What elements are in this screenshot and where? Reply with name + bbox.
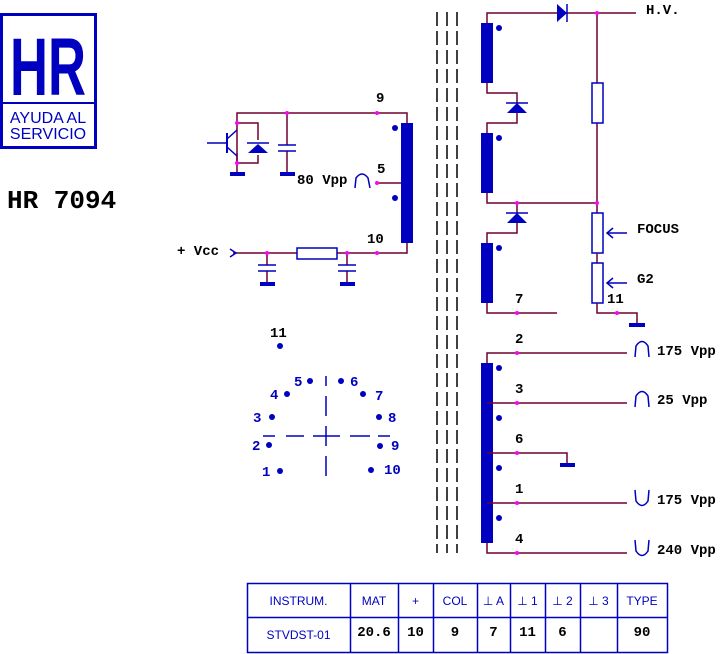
ground-icon [560, 463, 575, 467]
base-pin-7: 7 [375, 389, 383, 405]
table-cell: 10 [407, 625, 424, 641]
model-number: HR 7094 [7, 186, 116, 216]
hv-label: H.V. [646, 3, 680, 19]
base-pin-2: 2 [252, 439, 260, 455]
base-pin-6: 6 [350, 375, 358, 391]
table-cell: 9 [451, 625, 459, 641]
table-header: + [412, 594, 419, 608]
junction-dots [235, 111, 379, 255]
hv-coil [481, 23, 493, 83]
table-header: ⊥ 1 [517, 594, 538, 608]
pin-1-label: 1 [515, 482, 523, 498]
output-4-voltage: 240 Vpp [657, 543, 716, 559]
base-pin-11: 11 [270, 326, 287, 342]
base-pin-3: 3 [253, 411, 261, 427]
ground-icon [629, 323, 645, 327]
table-cell: 20.6 [357, 625, 391, 641]
negative-pulse-icon [634, 489, 650, 507]
capacitor-icon [278, 144, 296, 152]
focus-potentiometer-icon [591, 212, 604, 254]
output-2-voltage: 175 Vpp [657, 344, 716, 360]
base-pin-dots [266, 343, 383, 474]
logo-letters: HR [10, 22, 86, 113]
table-header: MAT [362, 594, 387, 608]
resistor-icon [591, 82, 604, 124]
transformer-core [436, 12, 458, 553]
transistor-icon [207, 129, 238, 157]
primary-coil [401, 123, 413, 243]
hv-coil [481, 243, 493, 303]
pin-3-label: 3 [515, 382, 523, 398]
ground-icon [340, 282, 355, 286]
table-cell: 90 [634, 625, 651, 641]
pin-5-label: 5 [377, 162, 385, 178]
pin-10-label: 10 [367, 232, 384, 248]
focus-arrow-icon [605, 227, 627, 239]
vcc-label: + Vcc [177, 244, 219, 260]
ground-icon [260, 282, 275, 286]
spec-table: INSTRUM. MAT + COL ⊥ A ⊥ 1 ⊥ 2 ⊥ 3 TYPE STVDST-01… [246, 582, 669, 654]
table-cell: 6 [558, 625, 566, 641]
table-header: ⊥ 2 [552, 594, 573, 608]
pin-6-label: 6 [515, 432, 523, 448]
table-cell: 11 [519, 625, 536, 641]
logo: HR AYUDA AL SERVICIO [0, 13, 97, 149]
logo-line2: SERVICIO [10, 126, 86, 143]
table-header: INSTRUM. [270, 594, 328, 608]
g2-potentiometer-icon [591, 262, 604, 304]
table-cell: STVDST-01 [266, 628, 330, 642]
table-header: TYPE [626, 594, 657, 608]
base-pinout: 11 5 6 4 7 3 8 2 9 1 10 [252, 326, 401, 481]
output-1-voltage: 175 Vpp [657, 493, 716, 509]
primary-circuit: 9 5 10 80 Vpp + Vcc [177, 91, 413, 286]
base-pin-1: 1 [262, 465, 270, 481]
input-arrow-icon [229, 248, 238, 258]
g2-label: G2 [637, 272, 654, 288]
table-header: COL [443, 594, 468, 608]
base-pin-4: 4 [270, 388, 278, 404]
resistor-icon [296, 247, 338, 260]
ground-icon [280, 172, 295, 176]
capacitor-icon [258, 264, 276, 272]
hv-diode-icon [557, 4, 568, 22]
base-pin-5: 5 [294, 375, 302, 391]
base-pin-10: 10 [384, 463, 401, 479]
base-pin-9: 9 [391, 439, 399, 455]
table-cell: 7 [489, 625, 497, 641]
secondary-circuit: 2 3 6 1 4 175 Vpp 25 Vpp 175 Vpp 240 Vpp [481, 332, 716, 559]
pulse-label: 80 Vpp [297, 173, 347, 189]
junction-dots [515, 11, 619, 315]
hv-coil [481, 133, 493, 193]
output-3-voltage: 25 Vpp [657, 393, 707, 409]
positive-pulse-icon [354, 173, 371, 189]
table-header: ⊥ 3 [588, 594, 609, 608]
pin-11-label: 11 [607, 292, 624, 308]
positive-pulse-icon [634, 390, 650, 408]
focus-label: FOCUS [637, 222, 679, 238]
damper-diode-icon [247, 142, 269, 153]
diode-icon [506, 212, 528, 223]
ground-icon [230, 172, 245, 176]
positive-pulse-icon [634, 340, 650, 358]
junction-dots [515, 351, 519, 555]
logo-line1: AYUDA AL [10, 110, 86, 127]
pin-7-label: 7 [515, 292, 523, 308]
base-crosshair [263, 376, 390, 476]
pin-2-label: 2 [515, 332, 523, 348]
hv-circuit: H.V. FOCUS G2 11 7 [481, 3, 680, 327]
negative-pulse-icon [634, 539, 650, 557]
pin-9-label: 9 [376, 91, 384, 107]
g2-arrow-icon [605, 277, 627, 289]
capacitor-icon [338, 264, 356, 272]
diode-icon [506, 102, 528, 113]
pin-4-label: 4 [515, 532, 523, 548]
table-header: ⊥ A [483, 594, 504, 608]
base-pin-8: 8 [388, 411, 396, 427]
